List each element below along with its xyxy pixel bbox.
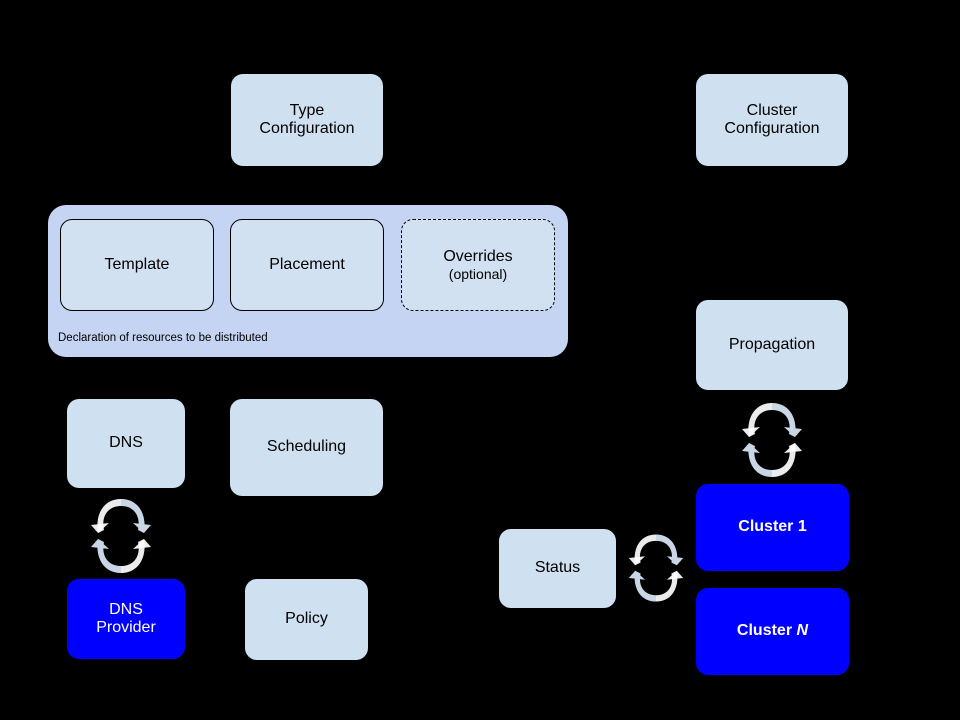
node-template[interactable]: Template [60, 219, 214, 311]
node-dns[interactable]: DNS [67, 399, 185, 488]
cluster-n-prefix: Cluster [736, 622, 797, 640]
group-caption: Declaration of resources to be distribut… [58, 332, 268, 344]
dns-provider-label-line2: Provider [96, 619, 156, 636]
scheduling-label: Scheduling [266, 438, 347, 456]
sync-icon-dns [89, 493, 153, 579]
cluster-1-label: Cluster 1 [738, 518, 807, 536]
node-cluster-configuration[interactable]: Cluster Configuration [696, 74, 848, 166]
node-cluster-n[interactable]: Cluster N [696, 588, 849, 675]
dns-label: DNS [109, 434, 143, 452]
node-cluster-1[interactable]: Cluster 1 [696, 484, 849, 571]
sync-icon-propagation [740, 397, 804, 483]
type-configuration-label-line2: Configuration [259, 120, 355, 137]
sync-icon-status [627, 527, 685, 609]
node-placement[interactable]: Placement [230, 219, 384, 311]
placement-label: Placement [269, 255, 345, 273]
node-policy[interactable]: Policy [245, 579, 368, 660]
cluster-n-suffix: N [796, 622, 809, 640]
template-label: Template [104, 255, 170, 273]
node-scheduling[interactable]: Scheduling [230, 399, 383, 496]
node-overrides[interactable]: Overrides (optional) [401, 219, 555, 311]
type-configuration-label-line1: Type [289, 101, 325, 119]
cluster-n-label: Cluster N [737, 622, 808, 640]
node-propagation[interactable]: Propagation [696, 300, 848, 390]
dns-provider-label-line1: DNS [109, 600, 143, 618]
cluster-configuration-label-line1: Cluster [746, 101, 798, 119]
overrides-optional-label: (optional) [448, 266, 508, 283]
status-label: Status [534, 559, 581, 577]
node-status[interactable]: Status [499, 529, 616, 608]
overrides-label: Overrides [443, 247, 513, 265]
cluster-configuration-label-line2: Configuration [724, 120, 820, 137]
propagation-label: Propagation [728, 335, 816, 353]
policy-label: Policy [285, 610, 328, 628]
node-type-configuration[interactable]: Type Configuration [231, 74, 383, 166]
node-dns-provider[interactable]: DNS Provider [67, 579, 185, 659]
